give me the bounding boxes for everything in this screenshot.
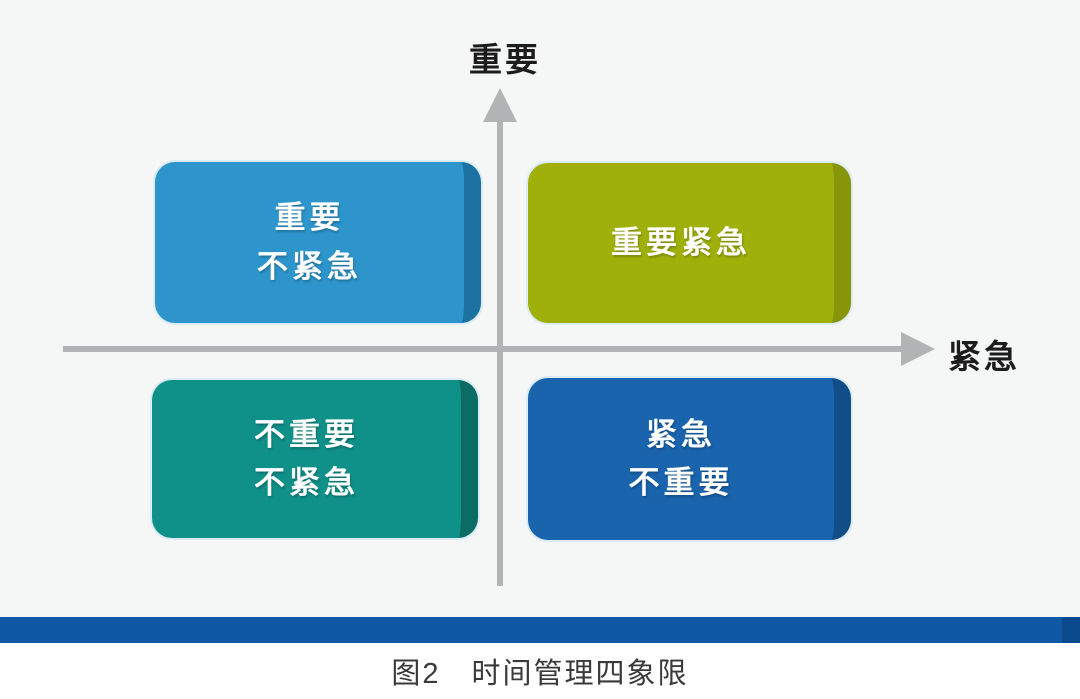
quadrant-label-line: 重要 [274, 200, 345, 236]
quadrant-urgent-not-important: 紧急 不重要 [528, 378, 851, 540]
quadrant-important-not-urgent: 重要 不紧急 [155, 162, 481, 323]
quadrant-important-urgent: 重要紧急 [528, 163, 851, 323]
quadrant-not-important-not-urgent: 不重要 不紧急 [152, 380, 478, 538]
figure-caption: 图2 时间管理四象限 [391, 658, 689, 690]
divider-bar-cap [1062, 617, 1080, 643]
diagram-background: 重要 紧急 重要 不紧急 重要紧急 不重要 不紧急 紧急 不重要 [63, 41, 1020, 586]
right-arrow-icon [901, 332, 935, 366]
divider-bar [0, 617, 1080, 643]
caption-area: 图2 时间管理四象限 [0, 643, 1080, 699]
x-axis-line [63, 346, 903, 352]
quadrant-label-line: 紧急 [646, 416, 716, 452]
y-axis-label: 重要 [469, 41, 541, 78]
quadrant-label-line: 不重要 [628, 465, 734, 500]
quadrant-label-line: 重要紧急 [611, 224, 751, 260]
x-axis-label: 紧急 [948, 338, 1020, 375]
quadrant-label-line: 不重要 [254, 416, 359, 452]
quadrant-label-line: 不紧急 [254, 465, 359, 500]
quadrant-label-line: 不紧急 [257, 248, 362, 284]
